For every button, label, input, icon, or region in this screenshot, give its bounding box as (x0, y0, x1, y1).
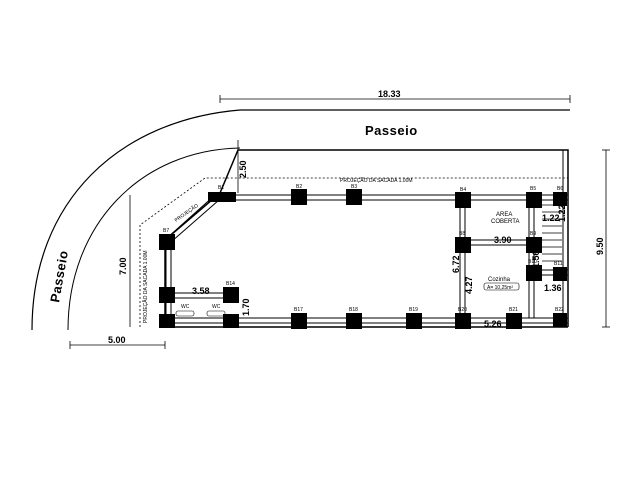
pillar-b16 (159, 314, 175, 328)
label-b10: B10 (528, 259, 537, 265)
wc2-fixture (206, 310, 226, 317)
dim-height-right: 9.50 (595, 237, 605, 255)
dim-total-width: 18.33 (378, 89, 401, 99)
label-b5: B5 (530, 186, 536, 192)
pillar-b5 (526, 192, 542, 208)
label-b9: B9 (530, 231, 536, 237)
stairs (542, 204, 562, 262)
label-b1: B1 (218, 185, 224, 191)
sidewalk-curve-outer (31, 109, 570, 331)
pillar-b1 (208, 192, 236, 202)
dim-offset-left: 5.00 (108, 335, 126, 345)
pillar-b20 (455, 313, 471, 329)
wc2-label: WC (212, 304, 221, 310)
dim-390: 3.90 (494, 235, 512, 245)
label-b22: B22 (555, 307, 564, 313)
pillars (159, 189, 567, 329)
street-label-left: Passeio (47, 249, 71, 303)
pillar-b10 (526, 265, 542, 281)
pillar-b6 (553, 192, 567, 206)
label-b21: B21 (509, 307, 518, 313)
pillar-b22 (553, 313, 567, 327)
dim-height-left: 7.00 (118, 257, 128, 275)
label-b4: B4 (460, 187, 466, 193)
projection-label: PROJEÇÃO DA SACADA 1.00M (340, 177, 413, 184)
pillar-b17 (291, 313, 307, 329)
pillar-b18 (346, 313, 362, 329)
vert-note: PROJEÇÃO DA SACADA 1.00M (142, 250, 149, 323)
label-b6: B6 (557, 186, 563, 192)
dim-358: 3.58 (192, 286, 210, 296)
dim-top-setback: 2.50 (238, 160, 248, 178)
dim-672: 6.72 (451, 255, 461, 273)
cozinha-area: A= 10,25m² (487, 285, 513, 291)
pillar-b8 (455, 237, 471, 253)
pillar-b16b (223, 314, 239, 328)
wc1-label: WC (181, 304, 190, 310)
label-b11: B11 (554, 261, 563, 267)
cozinha-area-box (483, 282, 520, 291)
area-coberta-line1: AREA (496, 212, 512, 218)
dim-427: 4.27 (464, 276, 474, 294)
pillar-b19 (406, 313, 422, 329)
pillar-b15 (159, 287, 175, 303)
area-coberta-line2: COBERTA (491, 219, 519, 225)
sidewalk-curve-inner (67, 147, 241, 331)
pillar-b14 (223, 287, 239, 303)
pillar-b4 (455, 192, 471, 208)
pillar-b7 (159, 234, 175, 250)
dim-526: 5.26 (484, 319, 502, 329)
dim-122b: 1.22 (557, 204, 567, 222)
pillar-b21 (506, 313, 522, 329)
pillar-b2 (291, 189, 307, 205)
label-b3: B3 (351, 184, 357, 190)
pillar-b3 (346, 189, 362, 205)
lot-outline (164, 149, 569, 327)
pillar-b11 (553, 267, 567, 281)
dim-170: 1.70 (241, 298, 251, 316)
cozinha-label: Cozinha (488, 277, 511, 283)
dim-156: 1.56 (531, 250, 541, 268)
label-b7: B7 (163, 228, 169, 234)
label-b17: B17 (294, 307, 303, 313)
dim-122a: 1.22 (542, 213, 560, 223)
label-b2: B2 (296, 184, 302, 190)
wc1-fixture (175, 310, 195, 317)
dim-136: 1.36 (544, 283, 562, 293)
label-b8: B8 (459, 231, 465, 237)
label-b18: B18 (349, 307, 358, 313)
street-label-top: Passeio (365, 123, 418, 138)
label-b14: B14 (226, 281, 235, 287)
pillar-b9 (526, 237, 542, 253)
label-b19: B19 (409, 307, 418, 313)
label-b20: B20 (458, 307, 467, 313)
